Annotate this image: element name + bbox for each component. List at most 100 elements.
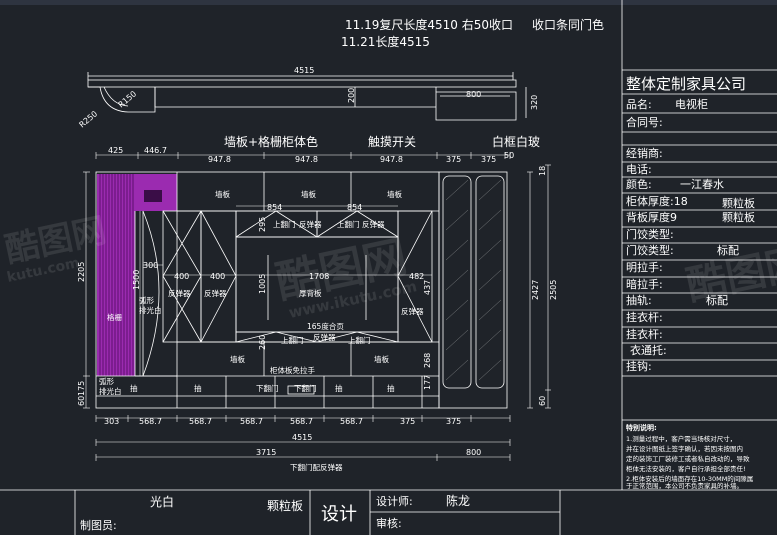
dim-1708: 1708	[309, 272, 329, 281]
note-line-4: 柜体无法安装的，客户自行承担全部责任!	[626, 464, 746, 473]
bottom-design: 设计	[321, 504, 357, 525]
tb-label-body-thickness: 柜体厚度:18	[626, 194, 688, 208]
dim-top-4515: 4515	[294, 66, 314, 75]
label-reflector-4: 反弹器	[299, 219, 322, 229]
note-line-2: 并在设计图纸上签字确认，若因未按图内	[626, 444, 743, 453]
dim-568-c: 568.7	[240, 417, 263, 426]
tb-label-hanger-1: 挂衣杆:	[626, 310, 663, 324]
dim-295: 295	[258, 217, 267, 232]
tb-label-contract: 合同号:	[626, 115, 663, 129]
dim-3715: 3715	[256, 448, 276, 457]
dim-60-left: 60	[77, 396, 86, 406]
tb-label-dealer: 经销商:	[626, 146, 663, 160]
label-touch-switch: 触摸开关	[368, 135, 416, 149]
dim-400-b: 400	[210, 272, 225, 281]
dim-568-b: 568.7	[189, 417, 212, 426]
label-wall-panel-2: 墙板	[301, 189, 316, 199]
tb-value-color: 一江春水	[680, 178, 724, 191]
note-recheck: 11.19复尺长度4510 右50收口	[345, 17, 513, 32]
label-white-frame-glass: 白框白玻	[492, 134, 540, 149]
tb-value-body-thickness: 颗粒板	[722, 196, 755, 210]
title-block-rows: 品名: 电视柜 合同号: 经销商: 电话: 颜色: 一江春水 柜体厚度:18 颗…	[626, 97, 755, 373]
label-lower-lift-1: 下翻门	[256, 384, 279, 393]
dim-2505: 2505	[549, 280, 558, 300]
designer-label: 设计师:	[376, 495, 413, 508]
designer-name: 陈龙	[446, 493, 470, 508]
label-arc-light: 弧形排光白	[139, 295, 162, 315]
note-line-6: 于正常范围，本公司不负责家具的补墙。	[626, 481, 743, 490]
label-lift-door-4: 上翻门	[348, 336, 371, 345]
dim-947-b: 947.8	[295, 155, 318, 164]
note-line-5: 2.柜体安装后的墙面存在10-30MM的间隙属	[626, 474, 753, 483]
dim-18: 18	[538, 166, 547, 176]
label-reflector-3: 反弹器	[401, 306, 424, 316]
top-view	[87, 72, 527, 121]
dim-568-a: 568.7	[139, 417, 162, 426]
dim-800-bottom: 800	[466, 448, 481, 457]
label-back-panel: 厚背板	[299, 288, 322, 298]
dim-top-200: 200	[347, 88, 356, 103]
label-wall-panel-cabinet: 墙板+格栅柜体色	[224, 134, 318, 149]
drafter-label: 制图员:	[80, 519, 117, 532]
dim-177: 177	[423, 375, 432, 390]
bottom-color: 光白	[150, 494, 174, 509]
dim-446-7: 446.7	[144, 146, 167, 155]
dim-375-a: 375	[446, 155, 461, 164]
dim-375-c: 375	[400, 417, 415, 426]
tb-label-hinge-type-2: 门饺类型:	[626, 243, 674, 257]
dim-482: 482	[409, 272, 424, 281]
tb-label-rod-holder: 衣通托:	[630, 343, 667, 357]
label-arc-light-bottom: 弧形排光白	[99, 376, 122, 396]
front-view	[95, 171, 508, 409]
tb-label-hidden-handle: 暗拉手:	[626, 277, 663, 291]
tb-value-product: 电视柜	[675, 97, 708, 111]
label-drawer-2: 抽	[194, 383, 202, 393]
tb-label-phone: 电话:	[626, 163, 652, 176]
dim-1500: 1500	[132, 270, 141, 290]
label-lift-door-3: 上翻门	[281, 336, 304, 345]
note-trim: 收口条同门色	[532, 17, 604, 32]
tb-label-product: 品名:	[626, 97, 652, 111]
label-wall-panel-3: 墙板	[387, 189, 402, 199]
label-reflector-1: 反弹器	[168, 288, 191, 298]
tb-label-hanger-2: 挂衣杆:	[626, 327, 663, 341]
label-drawer-4: 抽	[387, 383, 395, 393]
label-reflector-5: 反弹器	[362, 219, 385, 229]
dim-375-d: 375	[446, 417, 461, 426]
note-length: 11.21长度4515	[341, 34, 430, 49]
tb-value-drawer-rail: 标配	[706, 293, 728, 307]
tb-label-exposed-handle: 明拉手:	[626, 260, 663, 274]
note-line-1: 1.测量过程中，客户需当场核对尺寸，	[626, 434, 736, 443]
label-bottom-note: 下翻门配反弹器	[290, 462, 343, 472]
notes-title: 特别说明:	[626, 423, 657, 432]
tb-label-hook: 挂钩:	[626, 359, 652, 373]
dim-268: 268	[423, 353, 432, 368]
dim-400-a: 400	[174, 272, 189, 281]
note-line-3: 定的装饰工厂装修工或者私自改动的，导致	[626, 454, 750, 463]
dim-300: 300	[143, 261, 158, 270]
dim-947-c: 947.8	[380, 155, 403, 164]
dim-568-e: 568.7	[340, 417, 363, 426]
dim-425: 425	[108, 146, 123, 155]
dim-260: 260	[258, 335, 267, 350]
dim-2205: 2205	[77, 262, 86, 282]
tb-label-color: 颜色:	[626, 177, 652, 191]
dim-top-800: 800	[466, 90, 481, 99]
label-wall-panel-1: 墙板	[215, 189, 230, 199]
review-label: 审核:	[376, 516, 402, 530]
dim-r150: R150	[117, 89, 139, 109]
dim-top-320: 320	[530, 95, 539, 110]
label-lift-door-2: 上翻门	[337, 220, 360, 229]
label-cabinet-pull: 柜体板免拉手	[270, 365, 315, 375]
dim-568-d: 568.7	[290, 417, 313, 426]
dim-2427: 2427	[531, 280, 540, 300]
dim-854-a: 854	[267, 203, 282, 212]
dim-303: 303	[104, 417, 119, 426]
bottom-material: 颗粒板	[267, 498, 303, 513]
tb-value-back-thickness: 颗粒板	[722, 210, 755, 224]
dim-r250: R250	[78, 109, 100, 129]
dim-1005: 1005	[258, 274, 267, 294]
label-wall-panel-5: 墙板	[374, 354, 389, 364]
